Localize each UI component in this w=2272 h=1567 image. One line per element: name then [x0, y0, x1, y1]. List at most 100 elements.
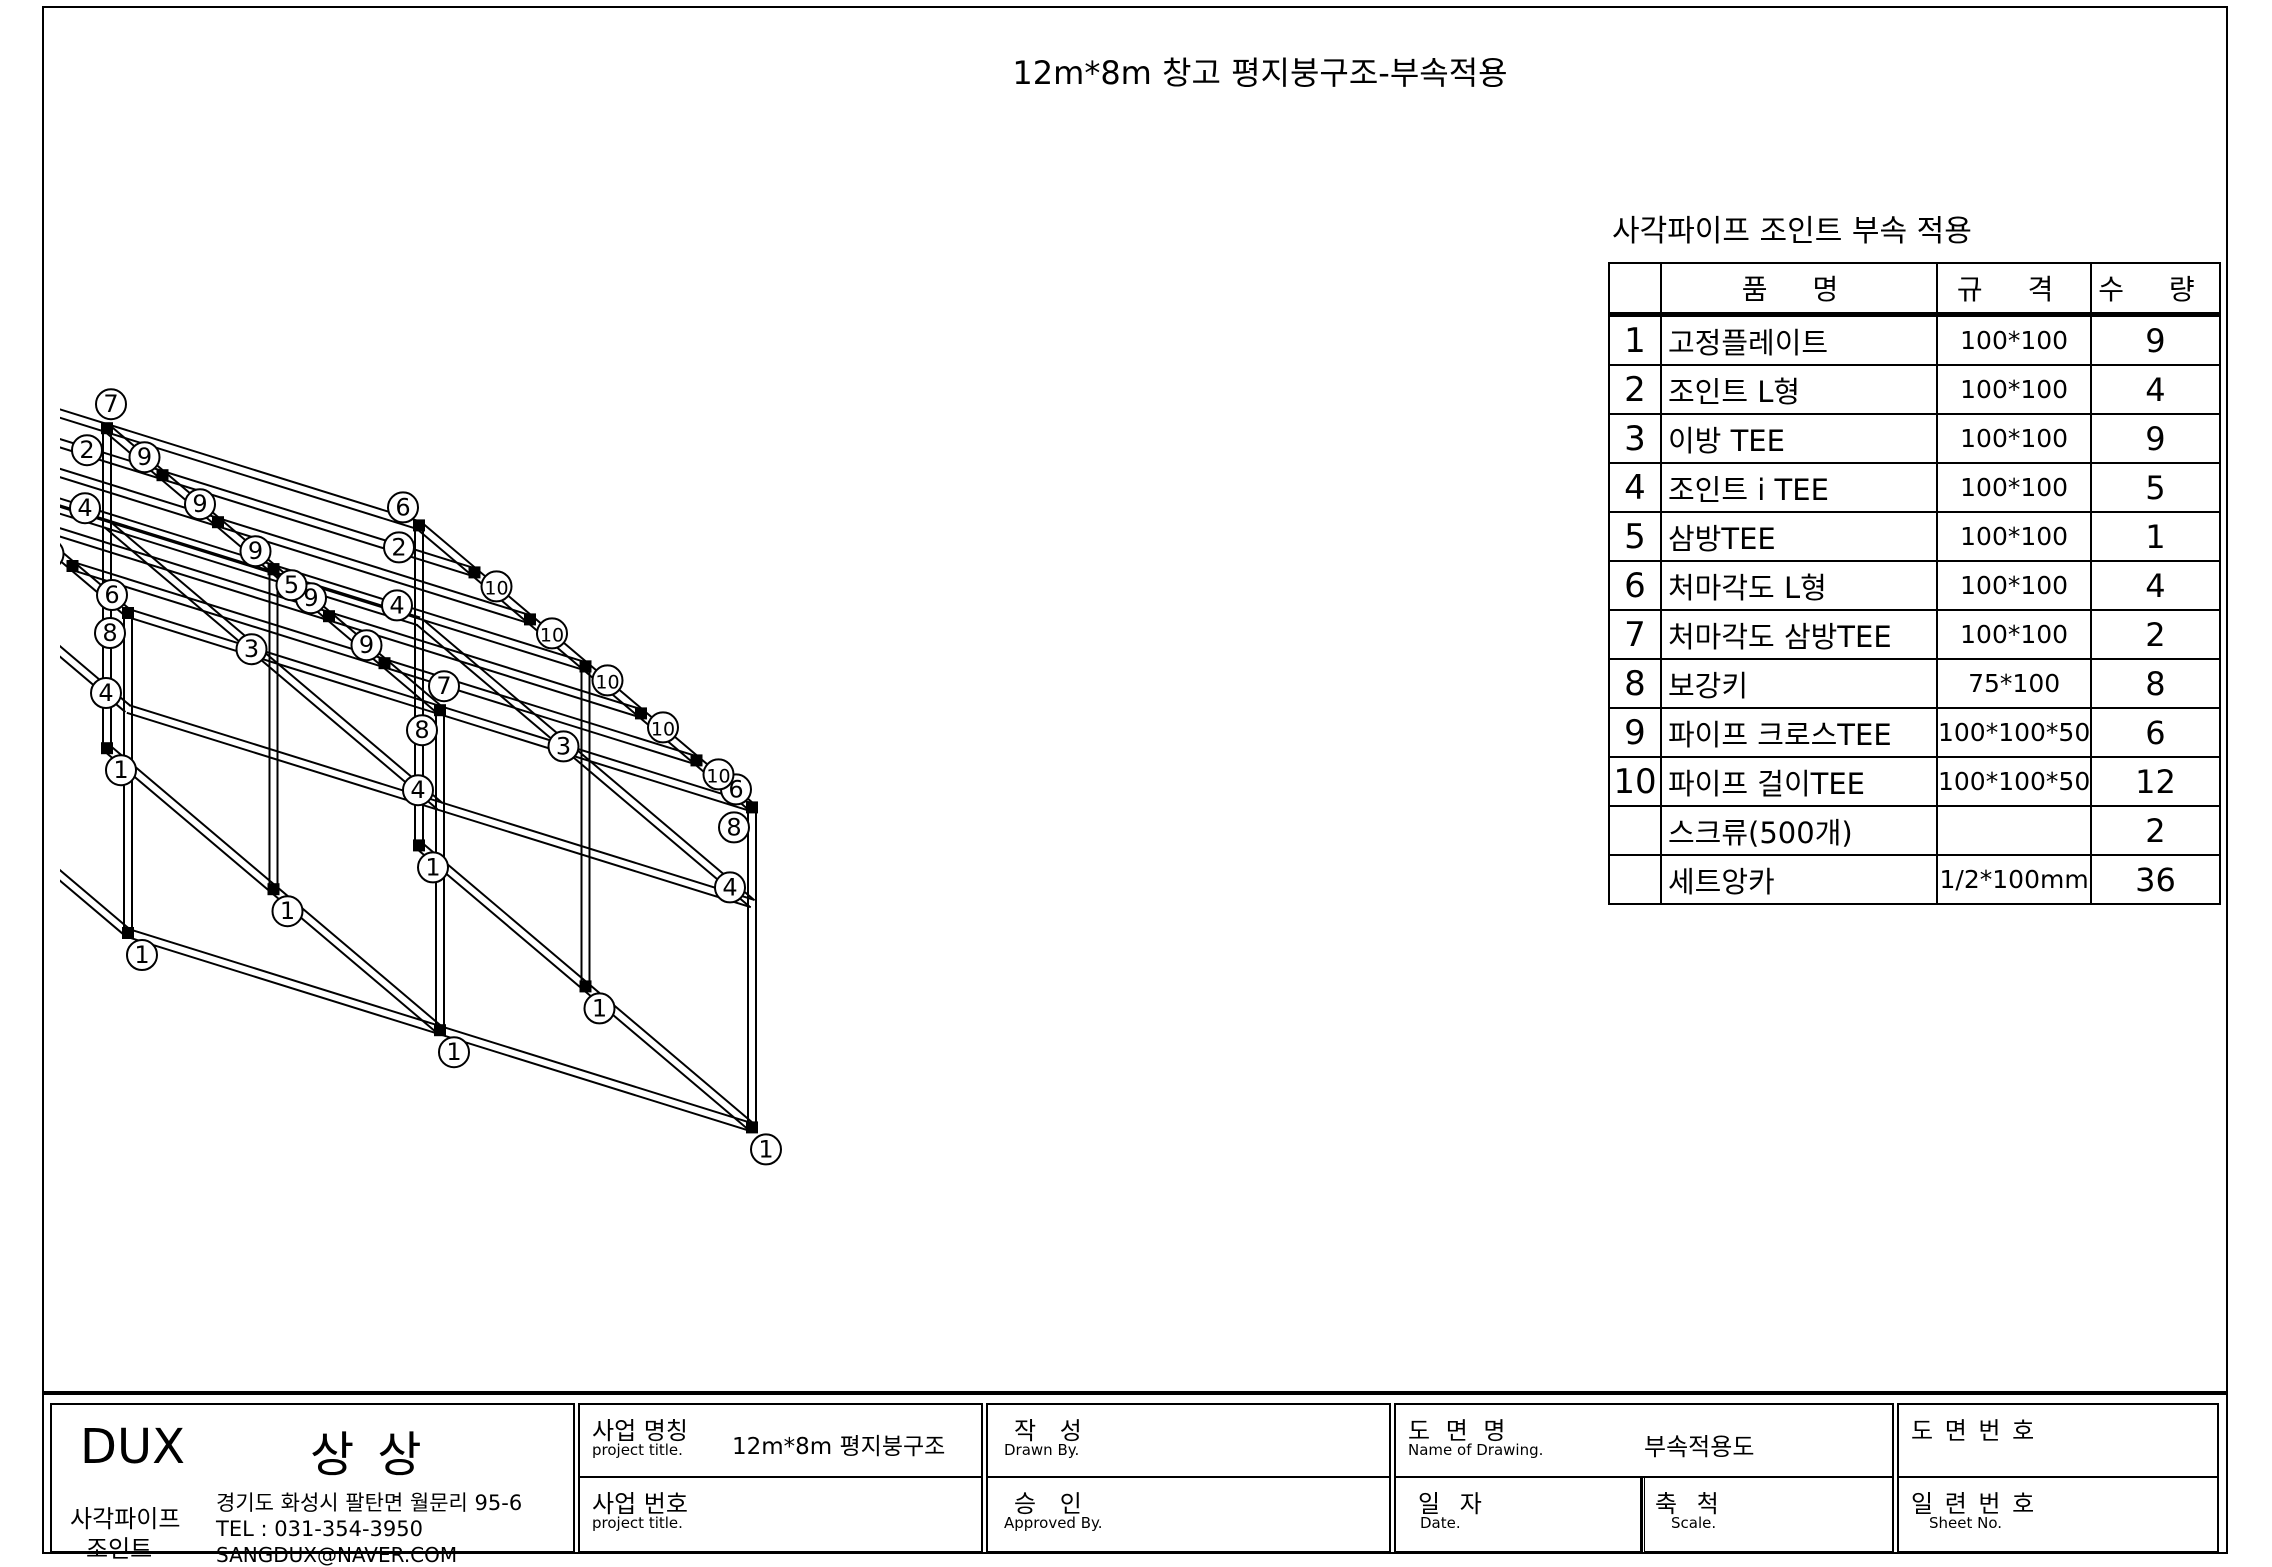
callout-9: 9: [350, 629, 383, 662]
callout-circle: [387, 491, 419, 524]
part-qty: 9: [2090, 313, 2221, 366]
callout-circle: [69, 492, 101, 525]
callout-1: 1: [271, 895, 304, 928]
approved-by-label: 승 인: [1014, 1490, 1090, 1518]
callout-label: 7: [436, 672, 451, 700]
joint-base: [101, 742, 113, 755]
callout-circle: [714, 871, 746, 904]
joint-top: [413, 519, 425, 532]
callout-circle: [583, 992, 616, 1025]
callout-label: 2: [391, 533, 406, 561]
callout-label: 1: [425, 853, 440, 881]
callout-label: 1: [280, 897, 295, 925]
callout-4: 4: [714, 871, 746, 904]
joint-base: [579, 980, 592, 993]
callout-4: 4: [69, 492, 101, 525]
joint-base: [122, 927, 134, 939]
part-no: 4: [1608, 462, 1662, 513]
drawing-name-cell: 도 면 명 Name of Drawing. 부속적용도: [1394, 1403, 1894, 1478]
date-cell: 일 자 Date.: [1394, 1478, 1642, 1553]
callout-label: 3: [244, 635, 259, 663]
joint-purlin: [156, 469, 169, 482]
callout-9: 9: [184, 488, 216, 521]
callout-circle: [428, 670, 460, 703]
callout-9: 9: [128, 441, 161, 474]
joint-purlin: [212, 516, 224, 529]
purlin-beam: [60, 527, 643, 711]
joint-top: [122, 607, 134, 619]
title-block: DUX 상 상 사각파이프 조인트 경기도 화성시 팔탄면 월문리 95-6 T…: [42, 1391, 2228, 1567]
part-name: 이방 TEE: [1660, 413, 1938, 464]
project-name-cell: 사업 명칭 project title. 12m*8m 평지붕구조: [578, 1403, 983, 1478]
part-qty: 6: [2090, 707, 2221, 758]
callout-4: 4: [402, 774, 434, 807]
part-callouts: 1414141313131414148886666771010101010101…: [60, 388, 782, 1166]
header-qty: 수 량: [2090, 262, 2221, 317]
product-line-2: 조인트: [86, 1535, 153, 1563]
callout-label: 9: [248, 537, 263, 565]
part-name: 파이프 크로스TEE: [1660, 707, 1938, 758]
girt-beam: [415, 623, 751, 908]
company-tel: TEL : 031-354-3950: [216, 1517, 423, 1541]
callout-circle: [718, 811, 750, 844]
joint-purlin: [468, 566, 481, 579]
callout-label: 10: [540, 624, 564, 646]
callout-5: 5: [275, 569, 308, 602]
callout-circle: [536, 617, 568, 650]
callout-label: 8: [102, 619, 117, 647]
callout-2: 2: [383, 531, 415, 564]
callout-8: 8: [94, 617, 126, 649]
callout-10: 10: [702, 758, 735, 791]
part-no: [1608, 805, 1662, 856]
girt-beam: [60, 655, 127, 713]
callout-label: 1: [134, 941, 149, 969]
purlin-beam: [60, 497, 587, 664]
header-spec: 규 격: [1935, 262, 2093, 317]
callout-circle: [71, 434, 103, 467]
callout-label: 4: [410, 776, 425, 804]
part-qty: 4: [2090, 364, 2221, 415]
callout-label: 1: [113, 756, 128, 784]
callout-circle: [350, 629, 383, 662]
callout-circle: [60, 542, 65, 566]
sheet-no-cell: 일 련 번 호 Sheet No.: [1897, 1478, 2219, 1553]
part-name: 스크류(500개): [1660, 805, 1938, 856]
product-line-1: 사각파이프: [70, 1505, 181, 1533]
part-no: 5: [1608, 511, 1662, 562]
part-qty: 36: [2090, 854, 2221, 905]
joint-purlin: [267, 563, 280, 576]
callout-10: 10: [60, 542, 65, 567]
part-name: 조인트 L형: [1660, 364, 1938, 415]
part-spec: 100*100: [1935, 609, 2093, 660]
sheet-no-sub: Sheet No.: [1929, 1514, 2003, 1532]
callout-6: 6: [387, 491, 419, 524]
callout-1: 1: [438, 1036, 470, 1069]
callout-8: 8: [718, 811, 750, 844]
callout-1: 1: [105, 754, 137, 787]
part-name: 삼방TEE: [1660, 511, 1938, 562]
callout-label: 1: [592, 994, 607, 1022]
part-spec: 100*100: [1935, 462, 2093, 513]
joint-base: [413, 839, 425, 852]
joint-purlin: [690, 754, 703, 767]
project-name-label: 사업 명칭: [592, 1417, 688, 1445]
scale-cell: 축 척 Scale.: [1642, 1478, 1894, 1553]
callout-9: 9: [239, 535, 272, 568]
callout-10: 10: [591, 664, 624, 697]
drawing-no-cell: 도 면 번 호: [1897, 1403, 2219, 1478]
part-spec: 100*100: [1935, 364, 2093, 415]
callout-circle: [271, 895, 304, 928]
parts-table-caption: 사각파이프 조인트 부속 적용: [1612, 214, 1972, 249]
part-spec: 75*100: [1935, 658, 2093, 709]
callout-label: 8: [414, 716, 429, 744]
joint-purlin: [635, 707, 647, 720]
callout-circle: [547, 730, 580, 763]
